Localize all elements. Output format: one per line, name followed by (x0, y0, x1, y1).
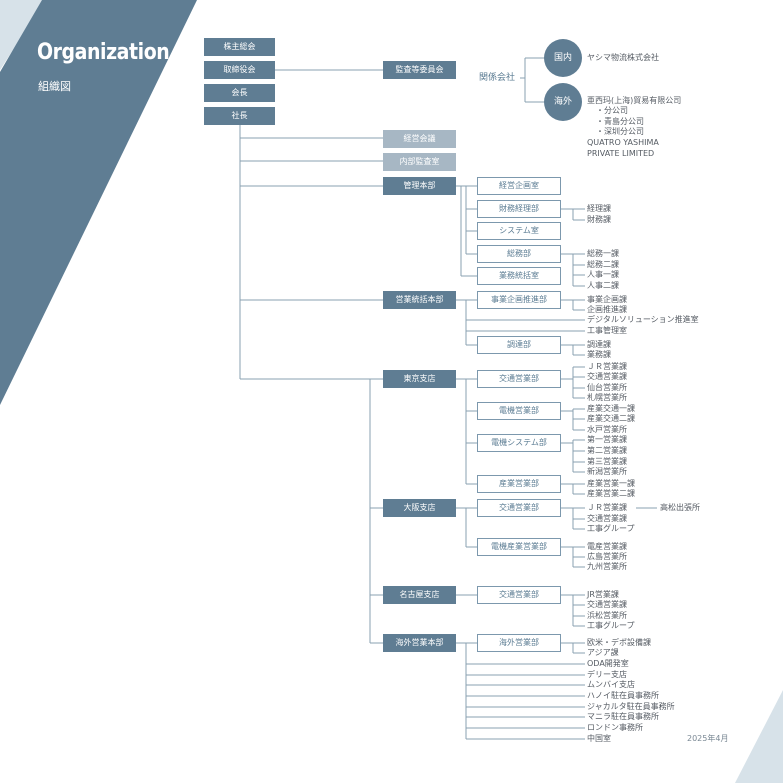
section-label: 財務課 (587, 215, 611, 224)
section-label: 仙台営業所 (587, 383, 627, 392)
unit-label: ODA開発室 (587, 659, 629, 668)
box-sales-hq: 営業統括本部 (383, 291, 456, 309)
corner-triangle-bottom-right (735, 690, 783, 783)
connector-lines (239, 57, 657, 740)
section-label: 交通営業課 (587, 372, 627, 381)
circle-overseas: 海外 (544, 83, 582, 121)
unit-label: ジャカルタ駐在員事務所 (587, 702, 675, 711)
section-label: 電産営業課 (587, 542, 627, 551)
header-banner (0, 0, 197, 405)
section-label: 札幌営業所 (587, 393, 627, 402)
box-shareholders: 株主総会 (204, 38, 275, 56)
section-label: 第一営業課 (587, 435, 627, 444)
overseas-company: PRIVATE LIMITED (587, 149, 655, 158)
section-label: 水戸営業所 (587, 425, 627, 434)
box-osaka-branch: 大阪支店 (383, 499, 456, 517)
box-osaka-transport: 交通営業部 (477, 499, 561, 517)
unit-label: デリー支店 (587, 670, 627, 679)
overseas-company: ・深圳分公司 (596, 127, 644, 136)
section-label: 業務課 (587, 350, 611, 359)
section-label: 工事管理室 (587, 326, 627, 335)
box-general-affairs: 総務部 (477, 245, 561, 263)
box-osaka-electric-industrial: 電機産業営業部 (477, 538, 561, 556)
sub-office-label: 高松出張所 (660, 503, 700, 512)
section-label: 事業企画課 (587, 295, 627, 304)
section-label: 浜松営業所 (587, 611, 627, 620)
box-nagoya-branch: 名古屋支店 (383, 586, 456, 604)
box-business-control: 業務統括室 (477, 267, 561, 285)
section-label: 新潟営業所 (587, 467, 627, 476)
unit-label: 中国室 (587, 734, 611, 743)
date-label: 2025年4月 (687, 734, 729, 743)
section-label: 産業交通二課 (587, 414, 635, 423)
box-nagoya-transport: 交通営業部 (477, 586, 561, 604)
box-tokyo-industrial: 産業営業部 (477, 475, 561, 493)
box-board: 取締役会 (204, 61, 275, 79)
section-label: 人事一課 (587, 270, 619, 279)
section-label: 交通営業課 (587, 514, 627, 523)
section-label: アジア課 (587, 648, 619, 657)
unit-label: ロンドン事務所 (587, 723, 643, 732)
box-tokyo-transport: 交通営業部 (477, 370, 561, 388)
box-overseas-hq: 海外営業本部 (383, 634, 456, 652)
section-label: 第三営業課 (587, 457, 627, 466)
overseas-company: ・青島分公司 (596, 117, 644, 126)
section-label: 広島営業所 (587, 552, 627, 561)
section-label: JR営業課 (587, 590, 619, 599)
box-president: 社長 (204, 107, 275, 125)
section-label: 産業交通一課 (587, 404, 635, 413)
box-internal-audit: 内部監査室 (383, 153, 456, 171)
section-label: ＪＲ営業課 (587, 503, 627, 512)
box-overseas-sales: 海外営業部 (477, 634, 561, 652)
section-label: ＪＲ営業課 (587, 362, 627, 371)
section-label: 九州営業所 (587, 562, 627, 571)
section-label: 調達課 (587, 340, 611, 349)
page-subtitle: 組織図 (38, 80, 71, 93)
box-tokyo-electric: 電機営業部 (477, 402, 561, 420)
section-label: 人事二課 (587, 281, 619, 290)
box-admin-hq: 管理本部 (383, 177, 456, 195)
circle-domestic: 国内 (544, 39, 582, 77)
domestic-company: ヤシマ物流株式会社 (587, 53, 659, 62)
page-title: Organization (37, 40, 170, 65)
affiliates-label: 関係会社 (479, 73, 516, 83)
unit-label: マニラ駐在員事務所 (587, 712, 659, 721)
overseas-company: 亜西玛(上海)貿易有限公司 (587, 96, 682, 105)
section-label: 工事グループ (587, 524, 635, 533)
box-business-planning: 事業企画推進部 (477, 291, 561, 309)
section-label: 総務一課 (587, 249, 619, 258)
section-label: 総務二課 (587, 260, 619, 269)
unit-label: ハノイ駐在員事務所 (587, 691, 659, 700)
box-audit-committee: 監査等委員会 (383, 61, 456, 79)
section-label: 産業営業一課 (587, 479, 635, 488)
section-label: 欧米・デポ設備課 (587, 638, 651, 647)
section-label: 第二営業課 (587, 446, 627, 455)
box-tokyo-branch: 東京支店 (383, 370, 456, 388)
overseas-company: ・分公司 (596, 106, 628, 115)
overseas-company: QUATRO YASHIMA (587, 138, 659, 147)
box-tokyo-electric-system: 電機システム部 (477, 434, 561, 452)
box-finance: 財務経理部 (477, 200, 561, 218)
section-label: デジタルソリューション推進室 (587, 315, 699, 324)
box-chairman: 会長 (204, 84, 275, 102)
section-label: 産業営業二課 (587, 489, 635, 498)
box-system: システム室 (477, 222, 561, 240)
box-procurement: 調達部 (477, 336, 561, 354)
section-label: 企画推進課 (587, 305, 627, 314)
box-management-council: 経営会議 (383, 130, 456, 148)
section-label: 経理課 (587, 204, 611, 213)
unit-label: ムンバイ支店 (587, 680, 635, 689)
box-corp-planning: 経営企画室 (477, 177, 561, 195)
section-label: 工事グループ (587, 621, 635, 630)
section-label: 交通営業課 (587, 600, 627, 609)
